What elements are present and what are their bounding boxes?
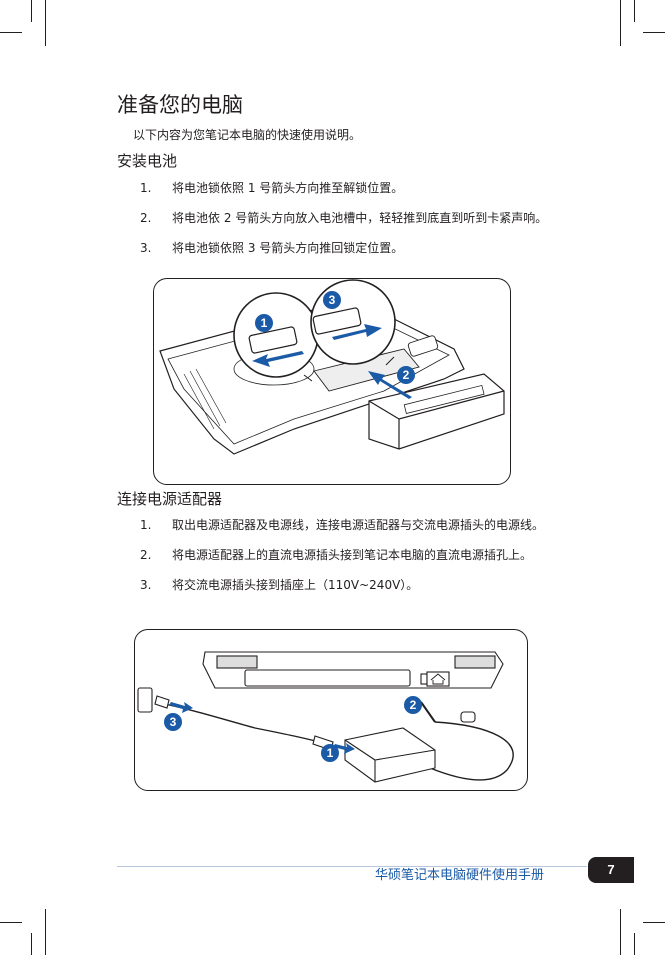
battery-illustration: 1 2 3 <box>153 278 511 485</box>
crop-mark <box>620 0 621 46</box>
step-text: 将电池锁依照 1 号箭头方向推至解锁位置。 <box>172 181 404 195</box>
callout-3-label: 3 <box>329 293 336 307</box>
list-item: 3. 将电池锁依照 3 号箭头方向推回锁定位置。 <box>140 238 560 258</box>
callout-3-icon: 3 <box>164 713 182 731</box>
crop-mark <box>31 933 32 955</box>
adapter-illustration: 1 2 3 <box>134 629 528 791</box>
callout-1-label: 1 <box>327 746 334 760</box>
battery-heading: 安装电池 <box>117 152 178 170</box>
adapter-steps: 1. 取出电源适配器及电源线，连接电源适配器与交流电源插头的电源线。 2. 将电… <box>140 515 560 605</box>
battery-steps: 1. 将电池锁依照 1 号箭头方向推至解锁位置。 2. 将电池依 2 号箭头方向… <box>140 178 560 268</box>
intro-text: 以下内容为您笔记本电脑的快速使用说明。 <box>133 128 362 142</box>
step-number: 1. <box>140 181 152 195</box>
callout-1-label: 1 <box>261 316 268 330</box>
crop-mark <box>620 909 621 955</box>
step-text: 将交流电源插头接到插座上（110V~240V）。 <box>172 578 419 592</box>
crop-mark <box>31 0 32 22</box>
list-item: 2. 将电池依 2 号箭头方向放入电池槽中，轻轻推到底直到听到卡紧声响。 <box>140 208 560 228</box>
crop-mark <box>634 933 635 955</box>
callout-2-label: 2 <box>403 368 410 382</box>
crop-mark <box>45 909 46 955</box>
footer-manual-title: 华硕笔记本电脑硬件使用手册 <box>375 868 545 883</box>
crop-mark <box>0 32 22 33</box>
adapter-heading: 连接电源适配器 <box>117 490 223 508</box>
step-number: 1. <box>140 518 152 532</box>
callout-3-label: 3 <box>170 715 177 729</box>
callout-1-icon: 1 <box>321 744 339 762</box>
crop-mark <box>643 32 665 33</box>
crop-mark <box>643 922 665 923</box>
step-number: 3. <box>140 241 152 255</box>
callout-2-icon: 2 <box>404 696 422 714</box>
crop-mark <box>634 0 635 22</box>
list-item: 3. 将交流电源插头接到插座上（110V~240V）。 <box>140 575 560 595</box>
crop-mark <box>45 0 46 46</box>
list-item: 2. 将电源适配器上的直流电源插头接到笔记本电脑的直流电源插孔上。 <box>140 545 560 565</box>
callout-2-label: 2 <box>410 698 417 712</box>
callout-2-icon: 2 <box>397 366 415 384</box>
step-number: 3. <box>140 578 152 592</box>
step-text: 取出电源适配器及电源线，连接电源适配器与交流电源插头的电源线。 <box>172 518 545 532</box>
page-number: 7 <box>588 857 634 883</box>
list-item: 1. 将电池锁依照 1 号箭头方向推至解锁位置。 <box>140 178 560 198</box>
callout-1-icon: 1 <box>255 314 273 332</box>
page-title: 准备您的电脑 <box>117 93 243 117</box>
step-text: 将电池锁依照 3 号箭头方向推回锁定位置。 <box>172 241 404 255</box>
adapter-diagram: 1 2 3 <box>137 651 514 783</box>
step-number: 2. <box>140 211 152 225</box>
step-text: 将电池依 2 号箭头方向放入电池槽中，轻轻推到底直到听到卡紧声响。 <box>172 211 548 225</box>
callout-3-icon: 3 <box>323 291 341 309</box>
footer-divider <box>117 866 587 867</box>
battery-diagram: 1 2 3 <box>159 279 505 455</box>
step-text: 将电源适配器上的直流电源插头接到笔记本电脑的直流电源插孔上。 <box>172 548 533 562</box>
list-item: 1. 取出电源适配器及电源线，连接电源适配器与交流电源插头的电源线。 <box>140 515 560 535</box>
step-number: 2. <box>140 548 152 562</box>
crop-mark <box>0 922 22 923</box>
